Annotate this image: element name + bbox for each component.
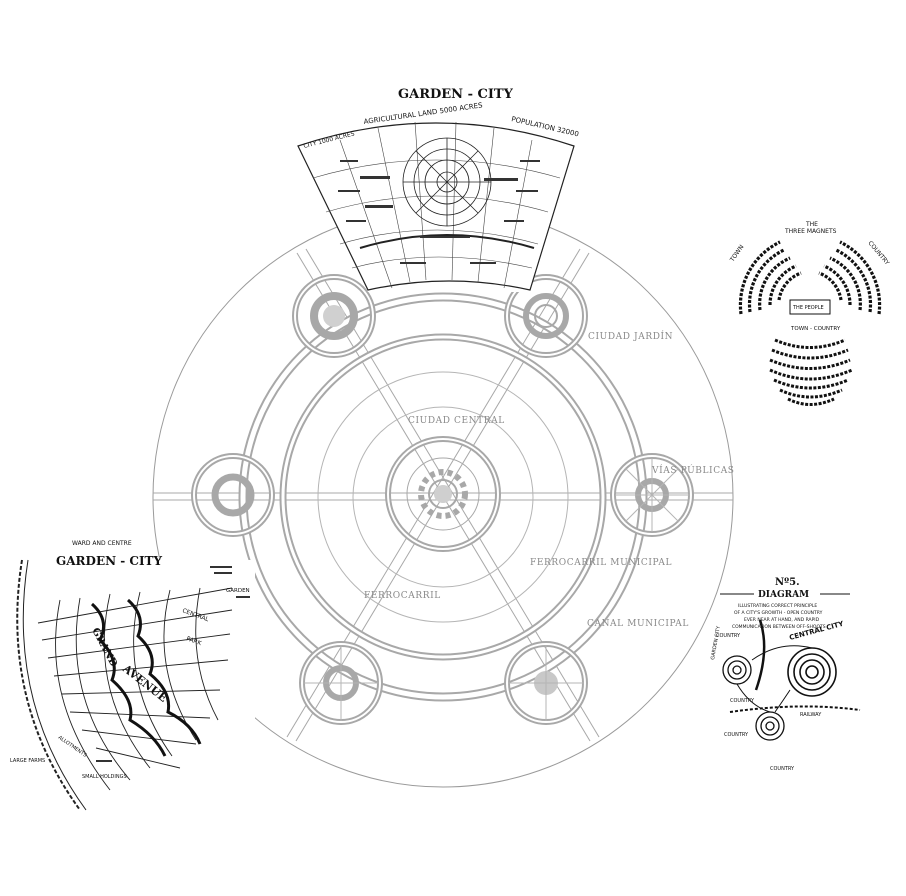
ward-heading: WARD AND CENTRE	[72, 540, 132, 547]
label-ciudad-central: CIUDAD CENTRAL	[408, 416, 505, 426]
magnets-town-country: TOWN - COUNTRY	[790, 326, 841, 332]
ward-large-farms: LARGE FARMS	[10, 758, 45, 764]
magnets-town: TOWN	[728, 244, 745, 264]
main-plan: CIUDAD JARDÍN CIUDAD CENTRAL VÍAS PÚBLIC…	[152, 206, 735, 788]
diagram5-railway: RAILWAY	[800, 712, 822, 718]
plate-agricultural-land: AGRICULTURAL LAND 5000 ACRES	[363, 101, 483, 126]
label-vias-publicas: VÍAS PÚBLICAS	[651, 464, 735, 476]
ward-garden: GARDEN	[226, 588, 250, 594]
plate-sector-outline	[297, 122, 575, 291]
ward-railway	[16, 559, 81, 811]
ward-title: GARDEN - CITY	[56, 554, 162, 568]
garden-city-plate: GARDEN - CITY CITY 1000 ACRES AGRICULTUR…	[297, 87, 580, 292]
satellite-ne	[504, 274, 588, 358]
diagram5-subtitle-2: OF A CITY'S GROWTH - OPEN COUNTRY	[734, 610, 823, 616]
label-ciudad-jardin: CIUDAD JARDÍN	[588, 330, 673, 342]
diagram5-garden-city: GARDEN CITY	[710, 625, 722, 661]
diagram5-country-low: COUNTRY	[724, 732, 749, 738]
diagram-5-plate: Nº5. DIAGRAM ILLUSTRATING CORRECT PRINCI…	[710, 577, 861, 772]
plate-fine-print	[338, 160, 540, 264]
magnets-title: THREE MAGNETS	[784, 228, 837, 235]
satellite-se	[504, 641, 588, 725]
diagram5-country-bottom: COUNTRY	[770, 766, 795, 772]
diagram5-country-top: COUNTRY	[716, 633, 741, 639]
inner-ring	[317, 371, 569, 623]
three-magnets-plate: THE THREE MAGNETS TOWN COUNTRY THE PEOPL…	[728, 221, 891, 406]
magnets-the: THE	[805, 221, 818, 228]
plate-title: GARDEN - CITY	[398, 87, 514, 102]
diagram5-subtitle-4: COMMUNICATION BETWEEN OFF-SHOOTS	[732, 624, 826, 630]
diagram5-number: Nº5.	[775, 577, 800, 588]
magnets-country: COUNTRY	[866, 240, 890, 267]
label-ferrocarril-municipal: FERROCARRIL MUNICIPAL	[530, 558, 672, 568]
ward-and-centre-plate: WARD AND CENTRE GARDEN - CITY GRAND AVEN…	[10, 540, 255, 830]
diagram5-title: DIAGRAM	[758, 590, 809, 600]
diagram5-subtitle-3: EVER NEAR AT HAND, AND RAPID	[744, 617, 820, 623]
satellite-sw	[299, 641, 383, 725]
satellite-nw	[292, 274, 376, 358]
label-canal-municipal: CANAL MUNICIPAL	[587, 619, 689, 629]
diagram5-subtitle-1: ILLUSTRATING CORRECT PRINCIPLE	[738, 603, 817, 609]
ward-small-holdings: SMALL HOLDINGS	[82, 774, 127, 780]
satellite-w	[191, 453, 275, 537]
grand-avenue	[90, 602, 167, 757]
centre-gear-icon	[418, 469, 468, 519]
satellite-e	[610, 453, 694, 537]
magnets-the-people: THE PEOPLE	[792, 305, 824, 311]
diagram5-country-mid: COUNTRY	[730, 698, 755, 704]
label-ferrocarril: FERROCARRIL	[364, 591, 441, 601]
